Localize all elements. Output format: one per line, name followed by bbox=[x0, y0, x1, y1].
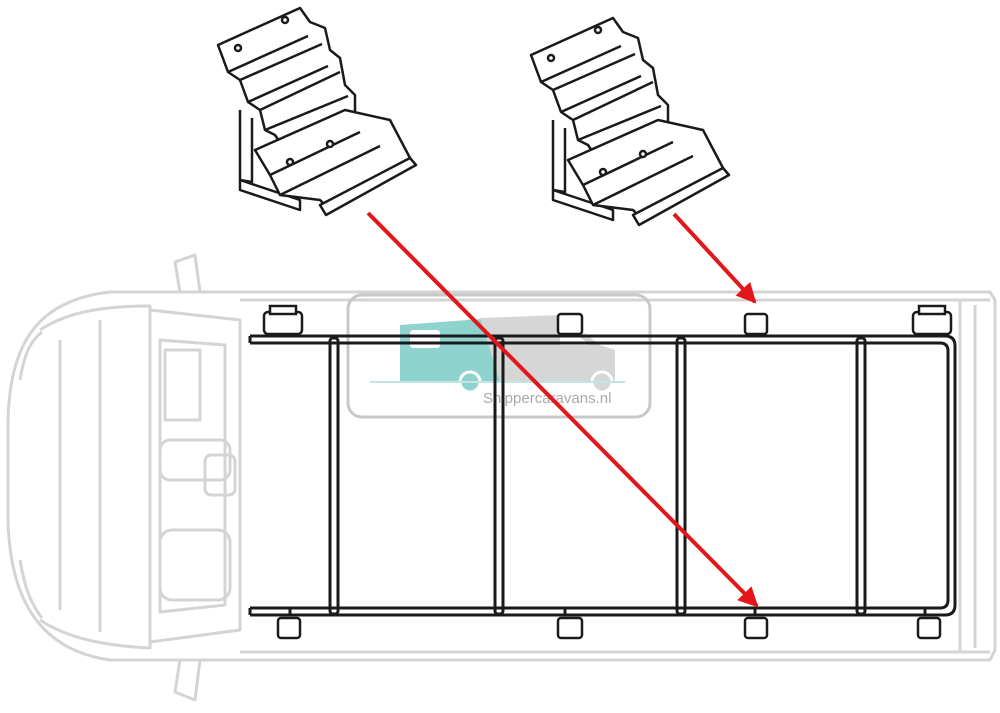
arrow-rear-to-top bbox=[672, 212, 757, 304]
roof-rack-icon bbox=[248, 334, 957, 617]
watermark-frame bbox=[346, 293, 652, 419]
watermark: Snippercaravans.nl bbox=[346, 293, 652, 419]
rack-mount bbox=[556, 616, 584, 640]
rack-mount bbox=[276, 616, 302, 640]
rack-mount bbox=[743, 312, 769, 336]
caravan-logo-icon bbox=[370, 315, 625, 394]
mounting-bracket-icon bbox=[216, 6, 418, 217]
placement-arrows bbox=[366, 211, 759, 608]
rack-mount bbox=[743, 616, 769, 640]
rack-mount bbox=[916, 616, 942, 640]
mounting-bracket-icon-2 bbox=[529, 16, 731, 227]
rack-mounts-top bbox=[262, 304, 953, 336]
rack-mount bbox=[262, 304, 304, 336]
watermark-text: Snippercaravans.nl bbox=[483, 390, 611, 407]
rack-mounts-bottom bbox=[276, 616, 942, 640]
van-top-view-icon bbox=[6, 253, 997, 702]
rack-mount bbox=[556, 312, 584, 336]
rack-mount bbox=[911, 304, 953, 336]
arrow-front-to-bottom bbox=[366, 211, 759, 608]
